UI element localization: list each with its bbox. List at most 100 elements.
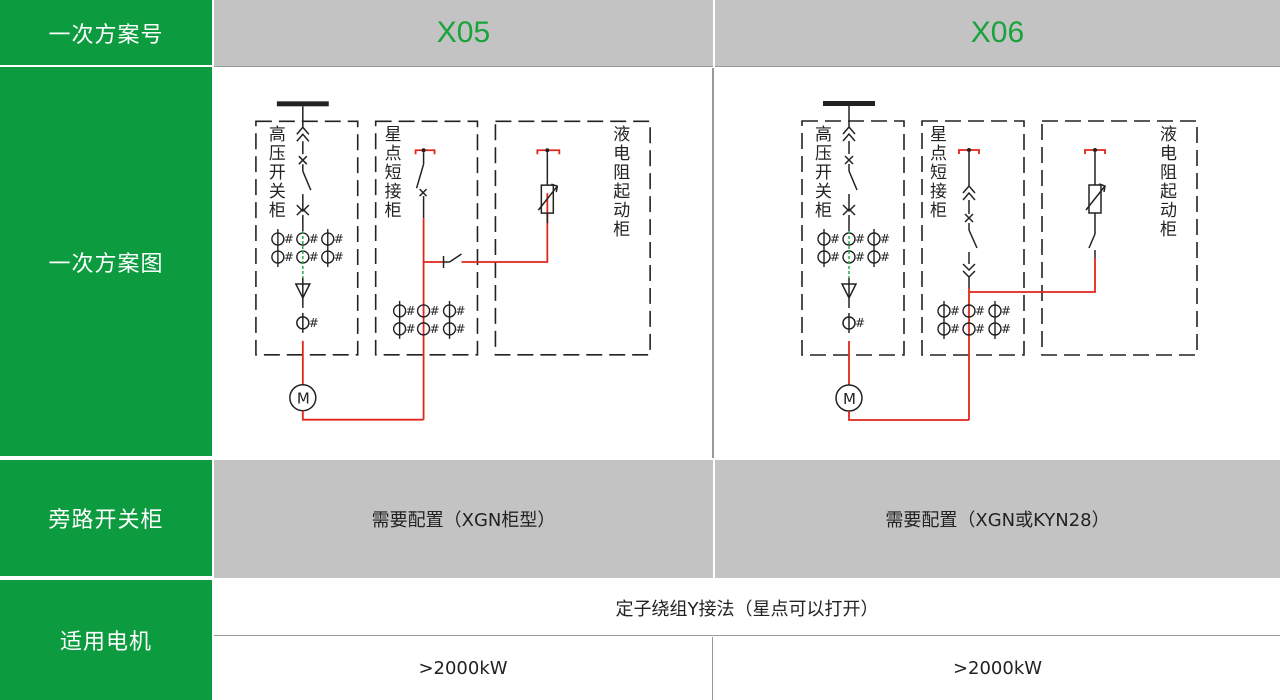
svg-text:柜: 柜 bbox=[930, 201, 947, 221]
svg-text:#: # bbox=[284, 250, 294, 264]
busbar bbox=[276, 101, 329, 107]
liquid-cabinet-label: 液 电 阻 起 动 柜 bbox=[613, 124, 630, 239]
power-x06: >2000kW bbox=[715, 637, 1280, 700]
bypass-x06: 需要配置（XGN或KYN28） bbox=[715, 460, 1280, 578]
bypass-contact bbox=[442, 253, 462, 268]
column-divider-line bbox=[713, 68, 714, 458]
row-divider bbox=[212, 458, 1280, 460]
hv-feeder bbox=[842, 106, 858, 231]
svg-text:#: # bbox=[855, 232, 865, 246]
scheme-id: X06 bbox=[970, 16, 1025, 49]
current-transformers-top: # # # # # # bbox=[817, 229, 890, 267]
hv-cabinet-frame bbox=[255, 120, 359, 356]
hv-feeder bbox=[296, 106, 312, 232]
svg-text:#: # bbox=[975, 304, 985, 318]
svg-text:接: 接 bbox=[385, 181, 402, 201]
svg-text:起: 起 bbox=[1160, 182, 1177, 202]
svg-text:关: 关 bbox=[815, 182, 832, 202]
motor-label: M bbox=[843, 390, 856, 408]
svg-text:#: # bbox=[855, 316, 865, 330]
row-label-text: 旁路开关柜 bbox=[48, 508, 164, 533]
svg-text:柜: 柜 bbox=[269, 200, 286, 220]
motor-label: M bbox=[297, 390, 310, 408]
hv-cabinet-label: 高 压 开 关 柜 bbox=[269, 124, 286, 220]
svg-text:点: 点 bbox=[385, 143, 402, 163]
motor-connection-text: 定子绕组Y接法（星点可以打开） bbox=[615, 598, 879, 620]
current-transformers-top: # # # # # # bbox=[271, 229, 344, 267]
bypass-x05: 需要配置（XGN柜型） bbox=[214, 460, 713, 578]
svg-text:#: # bbox=[406, 304, 416, 318]
scheme-header-x06: X06 bbox=[715, 0, 1280, 67]
svg-text:高: 高 bbox=[269, 124, 286, 144]
svg-text:液: 液 bbox=[613, 124, 630, 144]
svg-text:#: # bbox=[284, 232, 294, 246]
circuit-diagram-x06: 高 压 开 关 柜 星 点 短 接 柜 液 电 阻 起 动 柜 bbox=[801, 101, 1198, 421]
star-cabinet-label: 星 点 短 接 柜 bbox=[385, 124, 402, 220]
svg-text:电: 电 bbox=[613, 143, 630, 163]
svg-text:柜: 柜 bbox=[613, 219, 630, 239]
circuit-diagram-x05: 高 压 开 关 柜 星 点 短 接 柜 液 电 阻 起 动 柜 bbox=[255, 101, 651, 421]
liquid-cabinet-frame bbox=[494, 120, 651, 356]
svg-text:液: 液 bbox=[1160, 125, 1177, 145]
bypass-value: 需要配置（XGN柜型） bbox=[371, 510, 556, 531]
svg-text:#: # bbox=[975, 322, 985, 336]
current-transformers-star: # # # # # # bbox=[392, 300, 466, 339]
svg-text:柜: 柜 bbox=[815, 201, 832, 221]
liquid-resistor bbox=[537, 152, 559, 224]
scheme-header-x05: X05 bbox=[214, 0, 713, 67]
svg-text:星: 星 bbox=[930, 125, 947, 145]
svg-text:#: # bbox=[430, 304, 440, 318]
red-wire-liquid bbox=[969, 258, 1096, 293]
svg-text:#: # bbox=[1001, 322, 1011, 336]
busbar bbox=[823, 101, 875, 106]
svg-text:短: 短 bbox=[385, 162, 402, 182]
star-cabinet-frame bbox=[374, 120, 479, 356]
row-divider bbox=[212, 578, 1280, 580]
row-label-scheme-diagram: 一次方案图 bbox=[0, 67, 212, 458]
svg-text:接: 接 bbox=[930, 182, 947, 202]
liquid-resistor bbox=[1085, 152, 1106, 258]
svg-text:#: # bbox=[309, 316, 319, 330]
diagram-x06: 高 压 开 关 柜 星 点 短 接 柜 液 电 阻 起 动 柜 bbox=[715, 68, 1280, 458]
row-label-text: 适用电机 bbox=[59, 630, 152, 655]
row-label-text: 一次方案号 bbox=[48, 22, 164, 48]
svg-text:#: # bbox=[309, 232, 319, 246]
svg-text:#: # bbox=[880, 232, 890, 246]
svg-text:#: # bbox=[830, 232, 840, 246]
svg-text:#: # bbox=[950, 304, 960, 318]
svg-text:动: 动 bbox=[613, 200, 630, 220]
hv-cabinet-label: 高 压 开 关 柜 bbox=[815, 125, 832, 221]
svg-text:#: # bbox=[406, 322, 416, 336]
power-value: >2000kW bbox=[952, 658, 1043, 679]
star-cabinet-frame bbox=[921, 120, 1025, 356]
svg-text:高: 高 bbox=[815, 125, 832, 145]
svg-text:#: # bbox=[830, 250, 840, 264]
column-divider bbox=[713, 0, 715, 580]
motor-connection: 定子绕组Y接法（星点可以打开） bbox=[214, 580, 1280, 636]
row-label-text: 一次方案图 bbox=[48, 251, 164, 277]
hv-cabinet-frame bbox=[801, 120, 905, 356]
svg-text:#: # bbox=[430, 322, 440, 336]
power-value: >2000kW bbox=[418, 658, 508, 679]
surge-arrester: # bbox=[840, 278, 865, 333]
row-label-applicable-motor: 适用电机 bbox=[0, 580, 212, 700]
bypass-value: 需要配置（XGN或KYN28） bbox=[885, 510, 1110, 531]
liquid-cabinet-label: 液 电 阻 起 动 柜 bbox=[1160, 125, 1177, 240]
svg-text:#: # bbox=[950, 322, 960, 336]
svg-text:#: # bbox=[855, 250, 865, 264]
star-switch bbox=[415, 152, 428, 219]
svg-text:压: 压 bbox=[269, 143, 286, 163]
svg-text:压: 压 bbox=[815, 144, 832, 164]
svg-text:短: 短 bbox=[930, 163, 947, 183]
star-breaker bbox=[962, 152, 978, 288]
surge-arrester: # bbox=[294, 277, 319, 333]
current-transformers-star: # # # # # # bbox=[937, 301, 1011, 339]
power-x05: >2000kW bbox=[214, 637, 713, 700]
diagram-x05: 高 压 开 关 柜 星 点 短 接 柜 液 电 阻 起 动 柜 bbox=[214, 68, 713, 458]
svg-text:点: 点 bbox=[930, 144, 947, 164]
svg-text:#: # bbox=[880, 250, 890, 264]
svg-text:星: 星 bbox=[385, 124, 402, 144]
svg-text:阻: 阻 bbox=[1160, 163, 1177, 183]
svg-text:关: 关 bbox=[269, 181, 286, 201]
